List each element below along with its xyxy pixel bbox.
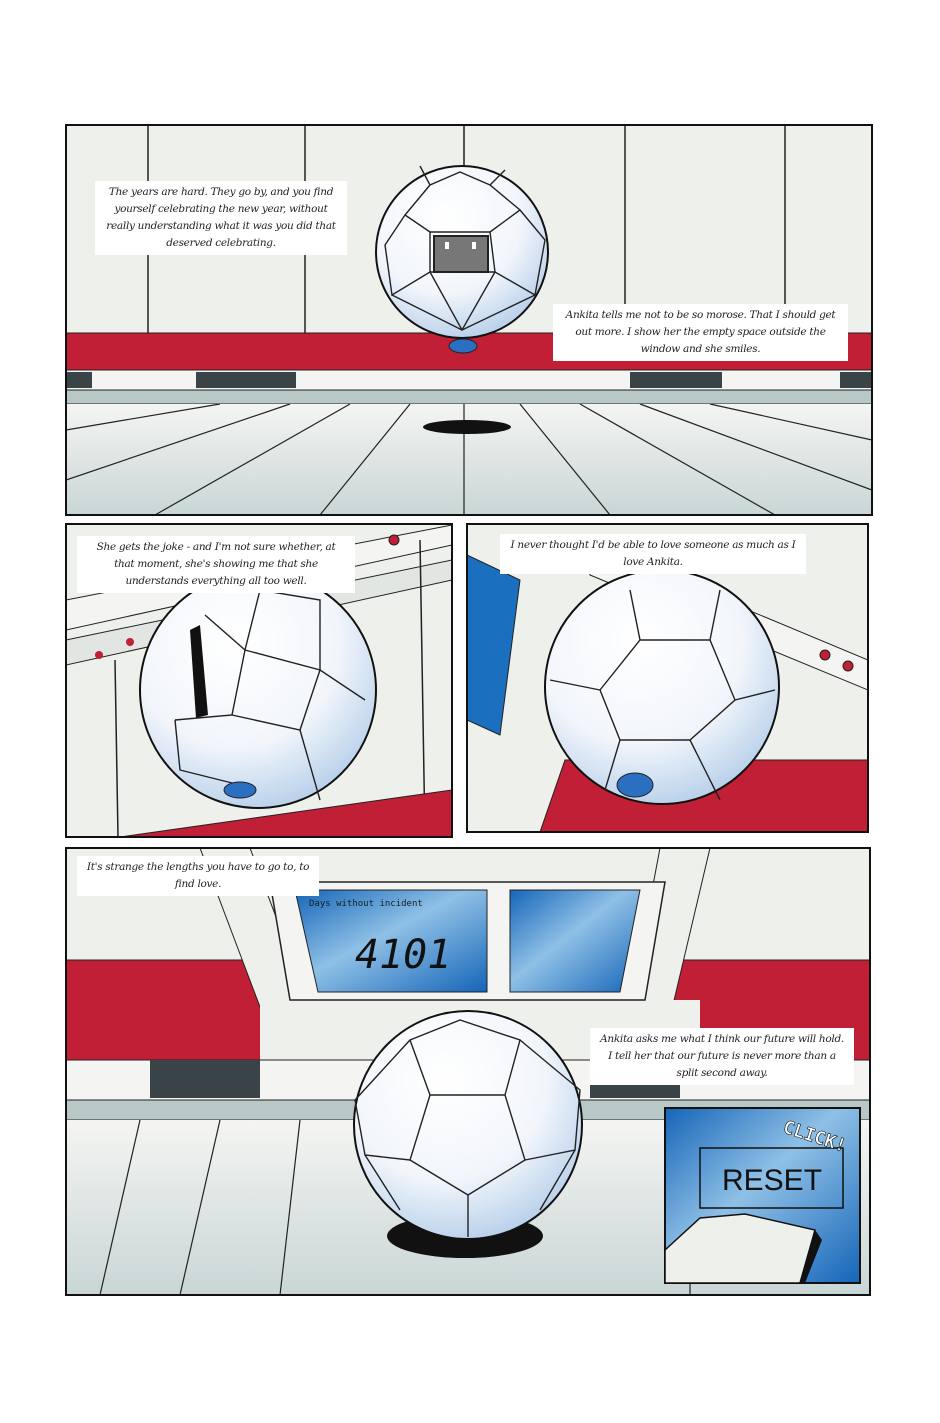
- sphere-robot: [375, 165, 549, 354]
- caption-panel3: I never thought I'd be able to love some…: [500, 534, 806, 574]
- panel-3: [467, 524, 868, 832]
- panel-2-border: [65, 523, 453, 838]
- caption-panel4-top: It's strange the lengths you have to go …: [77, 856, 319, 896]
- panel-1-border: [65, 124, 873, 516]
- panel-3-border: [466, 523, 869, 833]
- reset-inset: RESET CLICK!: [664, 1107, 861, 1284]
- caption-panel1-right: Ankita tells me not to be so morose. Tha…: [553, 304, 848, 361]
- caption-panel1-left: The years are hard. They go by, and you …: [95, 181, 347, 255]
- panel-4: Days without incident 4101 RESET CLICK!: [66, 848, 870, 1295]
- caption-panel4-right: Ankita asks me what I think our future w…: [590, 1028, 854, 1085]
- reset-button-label: RESET: [722, 1164, 822, 1197]
- days-counter: 4101: [355, 932, 451, 978]
- panel-4-border: [65, 847, 871, 1296]
- caption-panel2: She gets the joke - and I'm not sure whe…: [77, 536, 355, 593]
- display-label: Days without incident: [309, 899, 423, 909]
